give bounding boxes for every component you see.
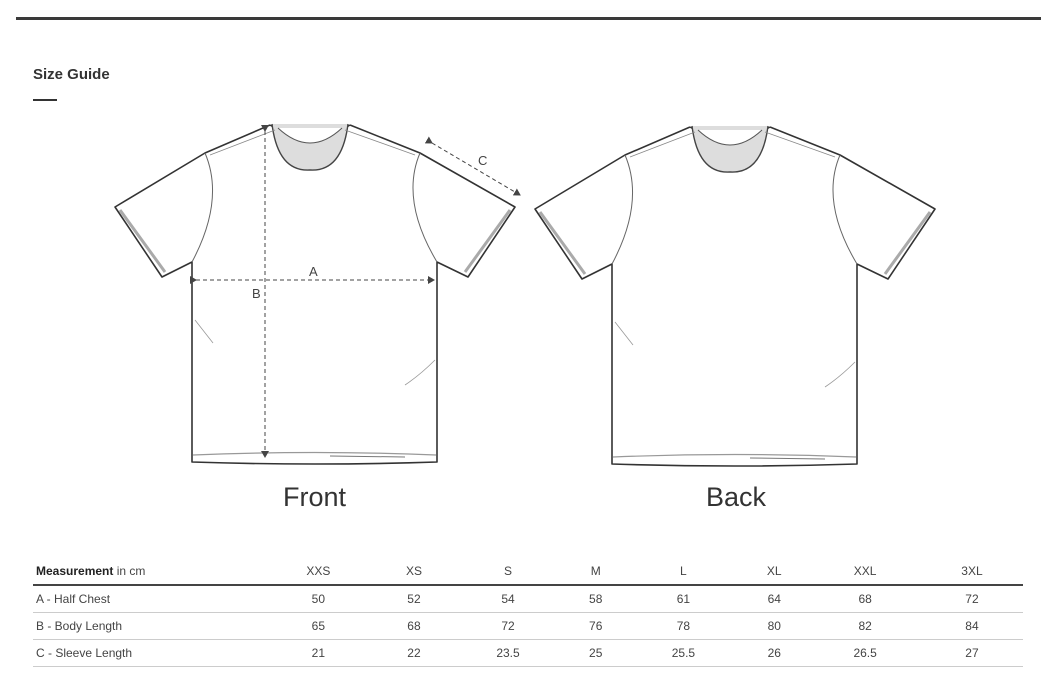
table-cell: 27 [920, 639, 1023, 667]
dimension-b-label: B [252, 286, 261, 301]
table-cell: 61 [627, 585, 740, 613]
row-label: B - Body Length [33, 612, 261, 640]
front-shirt [113, 122, 517, 466]
table-cell: 80 [739, 612, 810, 640]
size-header: XS [375, 558, 453, 586]
size-header: S [452, 558, 564, 586]
measurement-header: Measurement in cm [33, 558, 261, 586]
table-cell: 54 [452, 585, 564, 613]
size-header: 3XL [920, 558, 1023, 586]
table-header-row: Measurement in cm XXS XS S M L XL XXL 3X… [33, 558, 1023, 586]
size-table: Measurement in cm XXS XS S M L XL XXL 3X… [33, 558, 1023, 667]
dimension-c-label: C [478, 153, 487, 168]
table-cell: 82 [809, 612, 921, 640]
dimension-a-label: A [309, 264, 318, 279]
table-cell: 22 [375, 639, 453, 667]
table-cell: 26.5 [809, 639, 921, 667]
back-shirt [533, 124, 937, 468]
size-header: XXL [809, 558, 921, 586]
size-header: XL [739, 558, 810, 586]
table-cell: 25 [563, 639, 628, 667]
table-cell: 58 [563, 585, 628, 613]
row-label: C - Sleeve Length [33, 639, 261, 667]
table-cell: 50 [261, 585, 376, 613]
title-underline [33, 99, 57, 101]
row-label: A - Half Chest [33, 585, 261, 613]
size-header: L [627, 558, 740, 586]
table-cell: 23.5 [452, 639, 564, 667]
table-cell: 72 [920, 585, 1023, 613]
table-cell: 72 [452, 612, 564, 640]
table-cell: 26 [739, 639, 810, 667]
table-cell: 84 [920, 612, 1023, 640]
size-header: M [563, 558, 628, 586]
table-cell: 65 [261, 612, 376, 640]
table-cell: 64 [739, 585, 810, 613]
table-cell: 68 [809, 585, 921, 613]
size-header: XXS [261, 558, 376, 586]
table-cell: 78 [627, 612, 740, 640]
table-cell: 25.5 [627, 639, 740, 667]
table-cell: 52 [375, 585, 453, 613]
table-cell: 68 [375, 612, 453, 640]
page-title: Size Guide [33, 66, 110, 83]
tshirt-diagram: A B C [113, 122, 937, 468]
back-label: Back [706, 482, 767, 512]
table-cell: 76 [563, 612, 628, 640]
table-cell: 21 [261, 639, 376, 667]
top-divider [16, 17, 1041, 20]
front-label: Front [283, 482, 347, 512]
dimension-c-line [424, 136, 521, 196]
